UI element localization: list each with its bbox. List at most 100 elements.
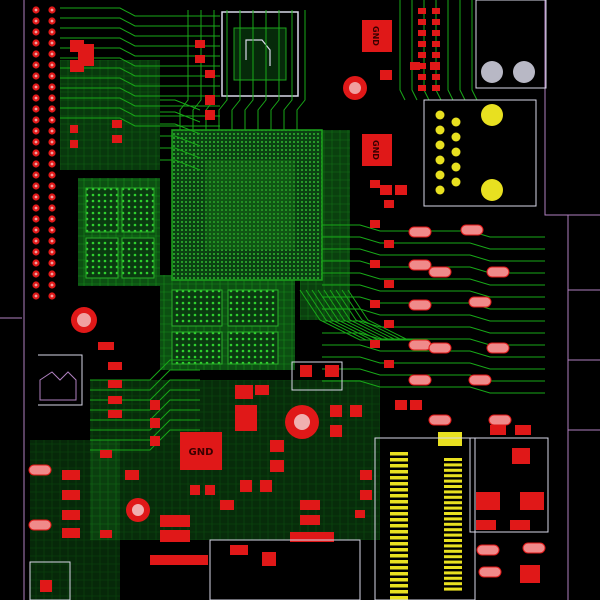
connector-pin xyxy=(390,482,408,486)
header-pin-hole xyxy=(34,206,38,210)
silk-connector-lower xyxy=(374,437,476,600)
signal-trace xyxy=(322,236,545,250)
header-pin-hole xyxy=(50,151,54,155)
silkscreen xyxy=(29,354,549,600)
left-inductor xyxy=(39,371,77,401)
header-pin-hole xyxy=(50,162,54,166)
header-pin-hole xyxy=(34,41,38,45)
oval-pad xyxy=(408,374,432,386)
smd-cap xyxy=(384,280,394,288)
ddr-chip-1 xyxy=(85,187,119,233)
smd-pad xyxy=(300,500,320,510)
ddr-chip-5 xyxy=(171,289,223,327)
oval-pad xyxy=(522,542,546,554)
header-pin-hole xyxy=(50,173,54,177)
jack-mount-hole-2 xyxy=(513,61,535,83)
header-pin-hole xyxy=(34,283,38,287)
smd-pad xyxy=(150,555,208,565)
connector-pin xyxy=(390,590,408,594)
smd-pad xyxy=(300,365,312,377)
connector-pin xyxy=(390,542,408,546)
header-pin-hole xyxy=(34,8,38,12)
jack-pin xyxy=(435,140,445,150)
header-pin-hole xyxy=(34,129,38,133)
connector-pin xyxy=(390,452,408,456)
header-pin-hole xyxy=(50,228,54,232)
smd-pad xyxy=(350,405,362,417)
header-pin-hole xyxy=(34,19,38,23)
signal-trace xyxy=(160,99,201,111)
connector-pin xyxy=(390,512,408,516)
signal-trace xyxy=(160,135,201,147)
smd-pad xyxy=(62,490,80,500)
connector-pin xyxy=(390,464,408,468)
header-pin-hole xyxy=(50,140,54,144)
connector-pin xyxy=(444,495,462,499)
smd-cap xyxy=(370,220,380,228)
jack-pin xyxy=(435,185,445,195)
silk-bottom-box xyxy=(209,539,361,600)
connector-pin xyxy=(444,539,462,542)
header-pin-hole xyxy=(34,52,38,56)
smd-pad xyxy=(108,396,122,404)
smd-resistor xyxy=(418,85,426,91)
signal-trace xyxy=(60,107,220,117)
gnd-label-mid: GND xyxy=(371,140,380,160)
oval-pad xyxy=(408,299,432,311)
signal-trace xyxy=(60,7,220,17)
signal-trace xyxy=(322,308,545,322)
smd-pad xyxy=(410,62,420,70)
smd-pad xyxy=(410,400,422,410)
signal-trace xyxy=(179,10,189,130)
connector-pin xyxy=(444,512,462,515)
signal-trace xyxy=(60,87,220,97)
connector-pin xyxy=(390,506,408,510)
connector-pin xyxy=(444,501,462,505)
header-pin-hole xyxy=(50,283,54,287)
smd-pad xyxy=(380,70,392,80)
connector-pin xyxy=(444,549,462,553)
header-pin-hole xyxy=(34,63,38,67)
gnd-pad-top: GND xyxy=(362,20,392,52)
smd-pad xyxy=(220,500,234,510)
smd-pad xyxy=(62,470,80,480)
signal-trace xyxy=(60,27,220,37)
header-pin-hole xyxy=(34,74,38,78)
connector-pin xyxy=(444,474,462,478)
signal-trace xyxy=(218,10,228,130)
smd-cap xyxy=(370,260,380,268)
signal-trace xyxy=(90,369,200,391)
smd-resistor xyxy=(432,74,440,80)
header-pin-hole xyxy=(50,30,54,34)
signal-trace xyxy=(296,10,306,130)
connector-pin xyxy=(390,560,408,564)
smd-pad xyxy=(476,492,500,510)
signal-trace xyxy=(60,77,220,87)
silk-small-box xyxy=(291,361,343,391)
header-pin-hole xyxy=(50,107,54,111)
smd-pad xyxy=(78,44,94,66)
jack-pin xyxy=(435,155,445,165)
header-pin-hole xyxy=(34,30,38,34)
ethernet-jack xyxy=(423,0,547,207)
signal-trace xyxy=(411,0,418,101)
connector-pin xyxy=(444,582,462,586)
smd-pad xyxy=(108,410,122,418)
connector-pin xyxy=(444,458,462,461)
smd-pad xyxy=(108,380,122,388)
smd-cap xyxy=(370,340,380,348)
smd-pad xyxy=(70,125,78,133)
connector-pin xyxy=(444,485,462,488)
smd-pad xyxy=(300,515,320,525)
header-pin-hole xyxy=(34,151,38,155)
connector-pin xyxy=(444,566,462,569)
connector-pin xyxy=(390,524,408,528)
signal-trace xyxy=(231,10,241,130)
header-pin-hole xyxy=(50,239,54,243)
header-pin-hole xyxy=(34,195,38,199)
smd-pad xyxy=(490,425,506,435)
connector-pin xyxy=(444,560,462,564)
header-pin-hole xyxy=(50,52,54,56)
signal-trace xyxy=(160,111,201,123)
signal-trace xyxy=(447,0,454,101)
